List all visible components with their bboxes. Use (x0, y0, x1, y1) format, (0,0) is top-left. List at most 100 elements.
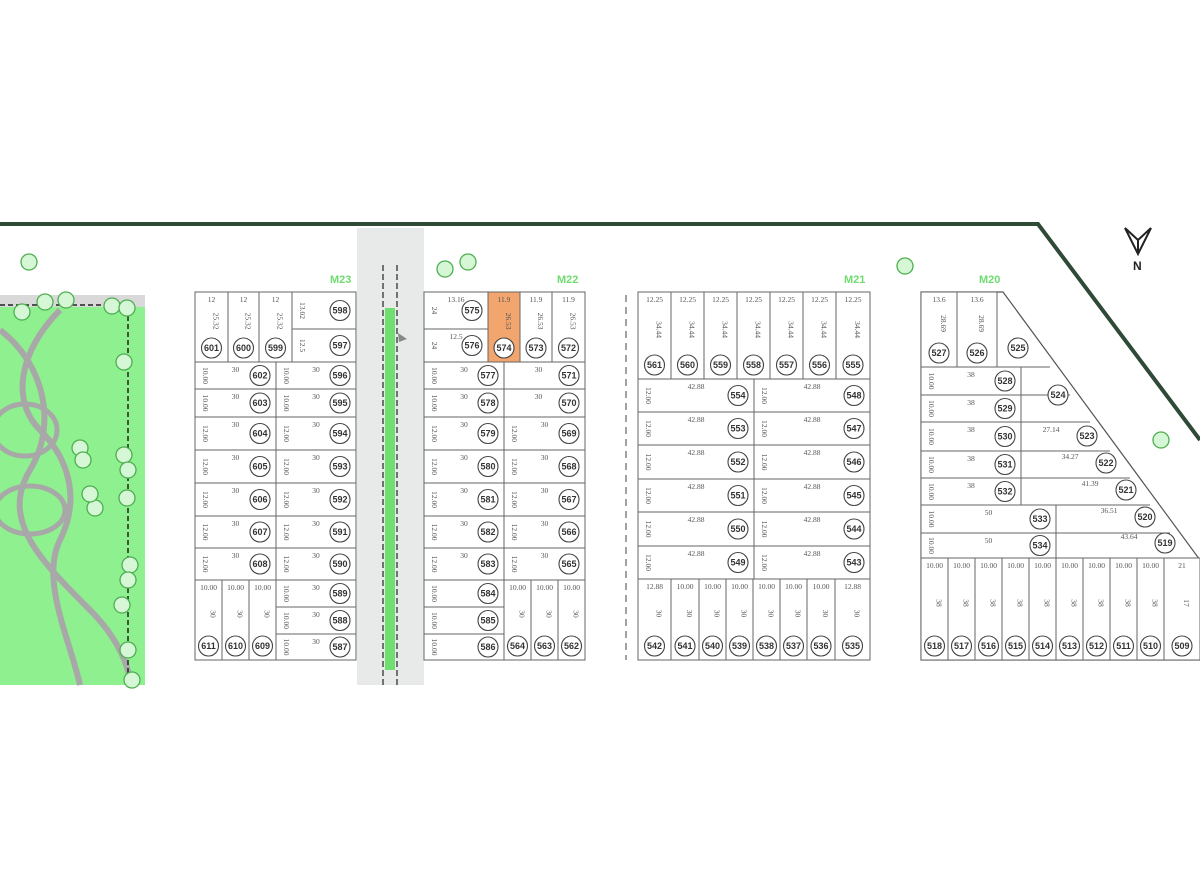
lot-parcel[interactable] (503, 482, 586, 517)
lot-524[interactable]: 524 (1047, 384, 1069, 406)
lot-parcel[interactable] (423, 328, 489, 363)
lot-parcel[interactable] (637, 444, 755, 480)
lot-parcel[interactable] (275, 449, 357, 484)
lot-525[interactable]: 525 (1007, 337, 1029, 359)
